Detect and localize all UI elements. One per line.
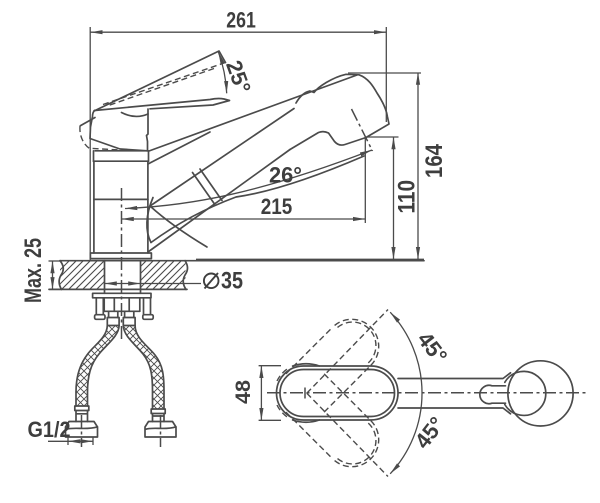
svg-text:261: 261 bbox=[226, 8, 256, 33]
svg-text:35: 35 bbox=[221, 268, 243, 295]
svg-text:48: 48 bbox=[231, 380, 255, 404]
svg-text:26°: 26° bbox=[269, 163, 302, 188]
svg-text:Max. 25: Max. 25 bbox=[20, 238, 47, 303]
svg-text:G1/2: G1/2 bbox=[28, 417, 71, 442]
svg-text:215: 215 bbox=[261, 194, 293, 219]
svg-text:164: 164 bbox=[421, 143, 448, 178]
svg-text:110: 110 bbox=[394, 180, 421, 214]
